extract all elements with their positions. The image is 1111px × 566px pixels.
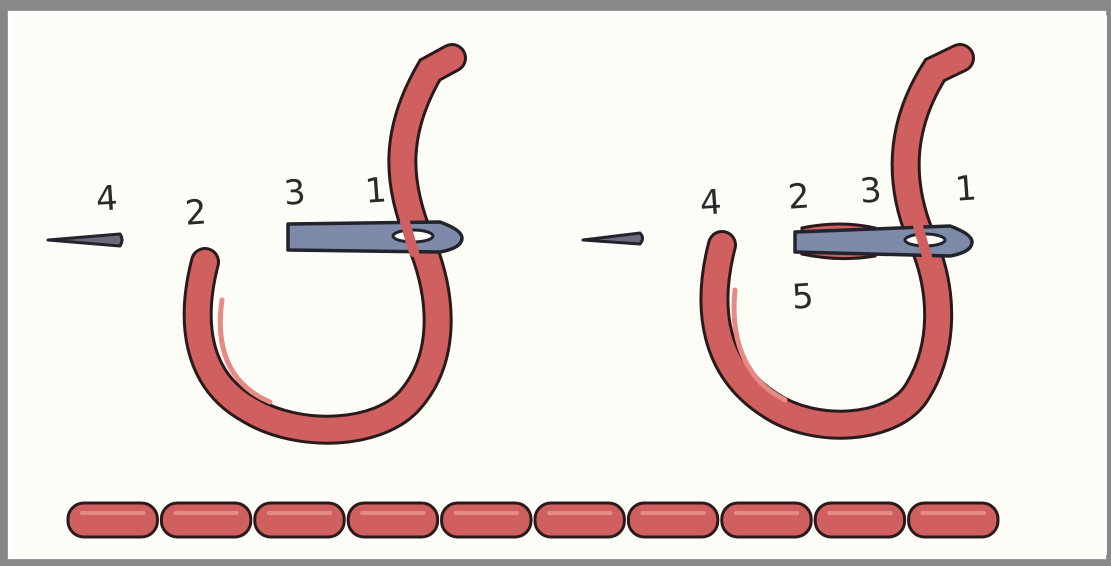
left-label-1: 1 <box>363 170 389 212</box>
left-label-2: 2 <box>183 192 209 234</box>
left-label-3: 3 <box>282 172 308 214</box>
right-thread-highlight <box>731 287 788 403</box>
right-label-4: 4 <box>698 182 724 224</box>
stitch-segment <box>253 501 346 539</box>
left-thread-through-eye <box>400 217 419 257</box>
stitch-segment <box>533 501 626 539</box>
stitch-segment <box>346 501 440 539</box>
stitch-segment <box>813 501 907 539</box>
right-figure <box>581 43 975 440</box>
right-label-3: 3 <box>858 170 884 212</box>
right-thread <box>702 46 972 437</box>
right-stitch-mark <box>581 231 644 246</box>
stitch-segment <box>907 501 1000 539</box>
left-label-4: 4 <box>94 178 120 220</box>
left-thread <box>185 46 464 442</box>
stitch-segment <box>66 501 159 539</box>
left-stitch-mark-4 <box>46 232 124 248</box>
left-figure <box>46 43 467 445</box>
left-needle <box>286 220 464 254</box>
stitch-segment <box>720 501 813 539</box>
right-label-2: 2 <box>786 176 812 218</box>
running-stitch-row <box>66 501 1000 539</box>
stitch-segment <box>626 501 720 539</box>
left-thread-highlight <box>217 297 273 405</box>
right-thread-through-eye <box>913 221 932 261</box>
right-label-1: 1 <box>953 168 979 210</box>
right-label-5: 5 <box>790 276 816 318</box>
stitch-segment <box>440 501 533 539</box>
stitch-segment <box>159 501 253 539</box>
